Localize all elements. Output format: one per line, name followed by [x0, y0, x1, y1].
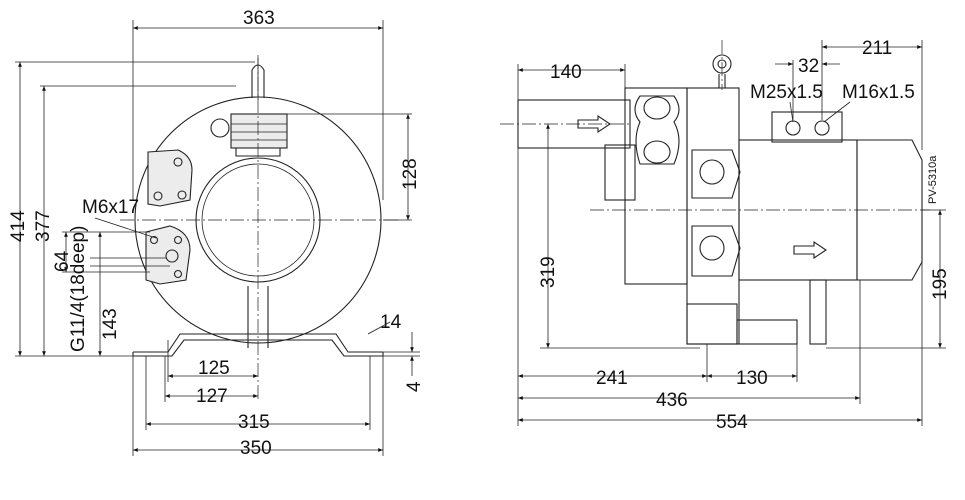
- dim-377: 377: [33, 210, 54, 242]
- dim-14: 14: [380, 312, 402, 333]
- dim-350: 350: [240, 438, 272, 459]
- dim-140: 140: [550, 62, 582, 83]
- dim-554: 554: [716, 412, 748, 433]
- foot-a: [686, 303, 738, 345]
- side-view: 140 211 32 M25x1.5 M16x1.5 PV-5310a 319 …: [500, 38, 951, 433]
- dim-125: 125: [198, 358, 230, 379]
- front-view: 363 414 377 64 G11/4(18deep) 143 M6x17 1…: [8, 8, 425, 459]
- dim-414: 414: [8, 210, 29, 242]
- dim-128: 128: [400, 158, 421, 190]
- top-nozzle: [230, 113, 288, 157]
- dim-315: 315: [238, 412, 270, 433]
- callout-m16: M16x1.5: [842, 82, 915, 103]
- dim-363: 363: [243, 8, 275, 29]
- side-housing: [624, 87, 688, 285]
- base-support: [132, 286, 384, 357]
- inlet-arrow: [577, 114, 611, 134]
- callout-m6x17: M6x17: [82, 197, 139, 218]
- foot-c: [809, 279, 827, 345]
- side-housing-2: [686, 87, 740, 345]
- dim-319: 319: [538, 256, 559, 288]
- terminal-bracket: [145, 149, 193, 285]
- terminal-box: [771, 111, 843, 143]
- dim-211: 211: [862, 38, 892, 59]
- housing-block: [604, 144, 636, 201]
- outlet-arrow: [793, 240, 827, 260]
- dim-436: 436: [656, 390, 688, 411]
- foot-b: [736, 319, 798, 345]
- dim-241: 241: [596, 368, 628, 389]
- callout-g114: G11/4(18deep): [68, 226, 89, 352]
- dim-143: 143: [100, 308, 121, 340]
- drawing-reference: PV-5310a: [927, 155, 939, 204]
- callout-m25: M25x1.5: [750, 82, 823, 103]
- dim-64: 64: [52, 250, 73, 272]
- dim-32: 32: [798, 56, 819, 77]
- dim-130: 130: [736, 368, 768, 389]
- vent-hole: [210, 118, 230, 138]
- dim-4: 4: [404, 381, 425, 392]
- dim-127: 127: [196, 386, 228, 407]
- dim-195: 195: [930, 268, 951, 300]
